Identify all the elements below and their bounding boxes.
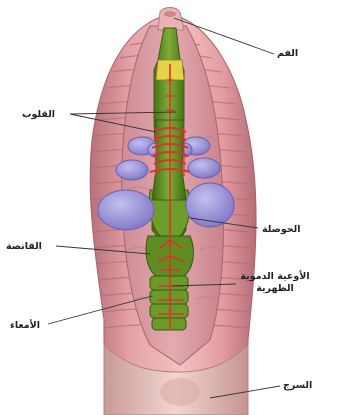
label-gizzard: القانصة xyxy=(6,241,42,253)
label-dorsal-vessels-line1: الأوعية الدموية xyxy=(238,271,312,283)
label-crop: الحوصلة xyxy=(262,224,300,236)
label-mouth: الفم xyxy=(277,48,298,60)
label-dorsal-blood-vessels: الأوعية الدموية الظهرية xyxy=(238,271,312,295)
label-clitellum: السرج xyxy=(283,380,312,392)
label-dorsal-vessels-line2: الظهرية xyxy=(238,283,312,295)
mouth-tip xyxy=(158,8,184,31)
label-hearts: القلوب xyxy=(22,109,55,121)
label-intestine: الأمعاء xyxy=(10,320,40,332)
hearts-aortic-arches xyxy=(150,128,190,176)
